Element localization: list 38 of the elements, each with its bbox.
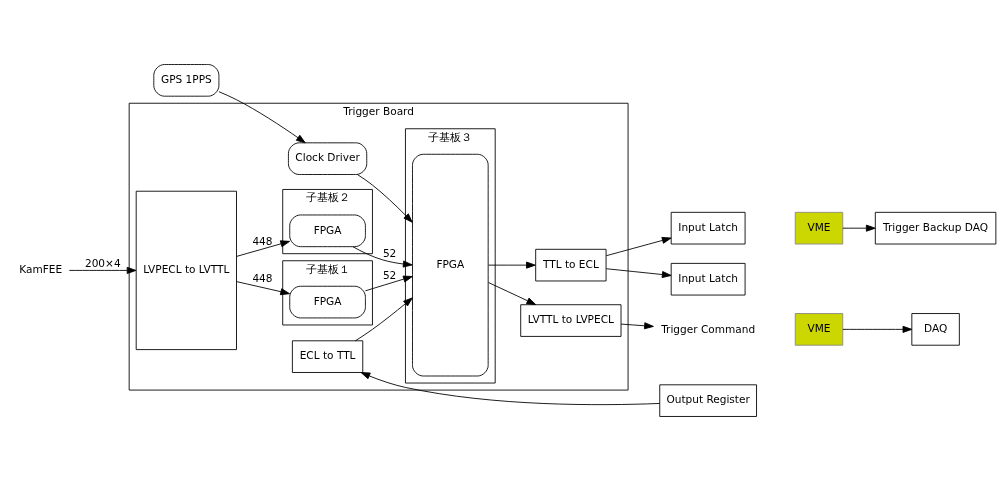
arrow	[842, 325, 913, 333]
node-box: Output Register	[659, 384, 757, 417]
edge-label: 200×4	[84, 257, 121, 270]
node-box: ECL to TTL	[291, 340, 364, 373]
edge-label: 52	[382, 246, 397, 259]
node-box: TTL to ECL	[535, 248, 607, 282]
node-box: FPGA	[289, 214, 366, 248]
arrow	[842, 224, 876, 232]
arrow	[354, 297, 413, 342]
node-box: FPGA	[289, 285, 366, 319]
node-box: LVTTL to LVPECL	[520, 304, 622, 337]
edge-label: 448	[252, 234, 273, 247]
arrow	[218, 91, 306, 144]
node-box: VME	[794, 313, 844, 346]
node-box: Input Latch	[670, 262, 746, 296]
arrow	[605, 268, 672, 279]
arrow	[620, 322, 654, 330]
arrow	[236, 240, 290, 257]
edge-label: 448	[252, 272, 273, 285]
node-text: Trigger Command	[661, 322, 756, 335]
arrow	[488, 261, 536, 269]
node-box: VME	[794, 211, 844, 245]
node-box: Clock Driver	[288, 142, 368, 175]
arrow	[360, 372, 661, 406]
edge-label: 52	[382, 268, 397, 281]
arrow	[605, 236, 672, 257]
node-box: DAQ	[911, 313, 960, 346]
arrow	[488, 282, 537, 305]
node-box: FPGA	[412, 153, 489, 377]
node-text: KamFEE	[19, 263, 63, 276]
node-box: Trigger Backup DAQ	[874, 211, 997, 245]
node-box: GPS 1PPS	[153, 64, 220, 97]
arrow	[365, 275, 413, 292]
arrow	[68, 266, 137, 274]
node-box: Input Latch	[670, 211, 746, 245]
arrow	[356, 174, 413, 223]
arrow	[236, 281, 290, 296]
node-box: LVPECL to LVTTL	[135, 190, 237, 351]
